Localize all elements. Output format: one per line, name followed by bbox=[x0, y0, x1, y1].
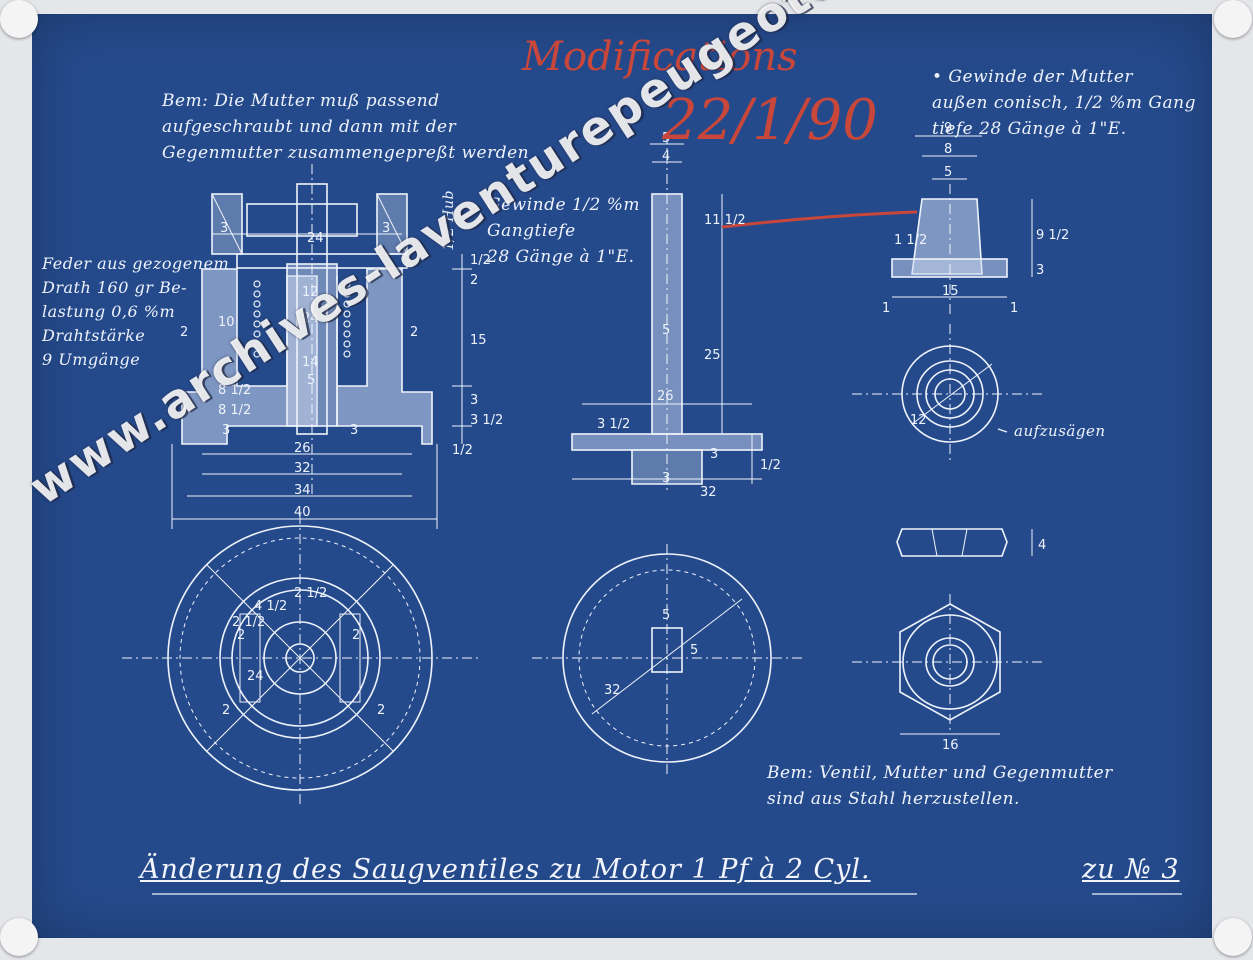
dim-label: 5 bbox=[307, 373, 315, 388]
dim-label: 12 bbox=[910, 413, 927, 428]
corner-clip bbox=[1214, 918, 1252, 956]
dim-label: 5 bbox=[662, 131, 670, 146]
dim-label: 26 bbox=[657, 389, 674, 404]
dim-label: 5 bbox=[944, 165, 952, 180]
dim-label: 24 bbox=[247, 669, 264, 684]
dim-label: 32 bbox=[294, 461, 311, 476]
dim-label: 26 bbox=[294, 441, 311, 456]
dim-label: 5 bbox=[662, 323, 670, 338]
dim-label: 1 bbox=[1010, 301, 1018, 316]
dim-label: 2 1/2 bbox=[294, 586, 327, 601]
valve-plan-view bbox=[532, 544, 802, 774]
dim-label: 2 bbox=[180, 325, 188, 340]
blueprint-sheet: 3 24 3 2 1/2 12 24 14 5 10 8 1/2 2 2 15 … bbox=[32, 14, 1212, 938]
corner-clip bbox=[1214, 0, 1252, 38]
dim-label: 3 bbox=[220, 221, 228, 236]
dim-label: 9 bbox=[944, 121, 952, 136]
dim-label: 9 1/2 bbox=[1036, 228, 1069, 243]
spring-note: Feder aus gezogenem Drath 160 gr Be- las… bbox=[42, 254, 230, 369]
dim-label: 4 bbox=[662, 149, 670, 164]
dim-label: 32 bbox=[700, 485, 717, 500]
dim-label: 5 bbox=[662, 608, 670, 623]
valve-section-view bbox=[171, 164, 472, 529]
nut-section-view bbox=[721, 135, 1033, 314]
sheet-reference: zu № 3 bbox=[1082, 854, 1180, 885]
saw-note: aufzusägen bbox=[1014, 422, 1106, 440]
dim-label: 2 bbox=[237, 628, 245, 643]
valve-stem-view bbox=[571, 134, 763, 494]
dim-label: 1 1/2 bbox=[894, 233, 927, 248]
dim-label: 16 bbox=[942, 738, 959, 753]
dim-label: 25 bbox=[704, 348, 721, 363]
dim-label: 1/2 bbox=[452, 443, 473, 458]
technical-drawing: 3 24 3 2 1/2 12 24 14 5 10 8 1/2 2 2 15 … bbox=[122, 121, 1182, 895]
hex-nut-view bbox=[852, 594, 1042, 735]
corner-clip bbox=[0, 918, 38, 956]
dim-label: 2 1/2 bbox=[232, 615, 265, 630]
dim-label: 2 bbox=[222, 703, 230, 718]
dim-label: 3 bbox=[470, 393, 478, 408]
dim-label: 2 bbox=[470, 273, 478, 288]
dim-label: 8 1/2 bbox=[218, 383, 251, 398]
dim-label: 34 bbox=[294, 483, 311, 498]
assembly-note: Bem: Die Mutter muß passend aufgeschraub… bbox=[162, 91, 530, 163]
dim-label: 1 bbox=[882, 301, 890, 316]
dimension-labels: 3 24 3 2 1/2 12 24 14 5 10 8 1/2 2 2 15 … bbox=[180, 121, 1069, 753]
counter-nut-side-view bbox=[896, 528, 1033, 557]
housing-plan-view bbox=[122, 514, 482, 804]
nut-top-view bbox=[852, 324, 1042, 464]
dim-label: 15 bbox=[942, 284, 959, 299]
dim-label: 24 bbox=[307, 231, 324, 246]
dim-label: 2 bbox=[377, 703, 385, 718]
dim-label: 32 bbox=[604, 683, 621, 698]
dim-label: 3 bbox=[222, 423, 230, 438]
dim-label: 8 bbox=[944, 142, 952, 157]
dim-label: 8 1/2 bbox=[218, 403, 251, 418]
dim-label: 5 bbox=[690, 643, 698, 658]
red-annotation-text: Modifications bbox=[522, 34, 798, 80]
dim-label: 2 bbox=[352, 628, 360, 643]
dim-label: 40 bbox=[294, 505, 311, 520]
drawing-title: Änderung des Saugventiles zu Motor 1 Pf … bbox=[140, 854, 871, 885]
thread-note: Gewinde 1/2 %m Gangtiefe 28 Gänge à 1"E. bbox=[487, 195, 640, 267]
dim-label: 2 bbox=[410, 325, 418, 340]
dim-label: 15 bbox=[470, 333, 487, 348]
dim-label: 12 bbox=[302, 285, 319, 300]
dim-label: 2 bbox=[182, 398, 190, 413]
dim-label: 1/2 bbox=[470, 253, 491, 268]
dim-label: 11 1/2 bbox=[704, 213, 746, 228]
dim-label: 4 1/2 bbox=[254, 599, 287, 614]
dim-label: 4 bbox=[1038, 538, 1046, 553]
dim-label: 3 bbox=[382, 221, 390, 236]
nut-thread-note: • Gewinde der Mutter außen conisch, 1/2 … bbox=[932, 67, 1196, 139]
dim-label: 3 bbox=[710, 447, 718, 462]
dim-label: 3 1/2 bbox=[597, 417, 630, 432]
dim-label: 1/2 bbox=[760, 458, 781, 473]
dim-label: 10 bbox=[218, 315, 235, 330]
dim-label: 3 bbox=[1036, 263, 1044, 278]
dim-label: 3 bbox=[350, 423, 358, 438]
dim-label: 24 bbox=[302, 311, 319, 326]
corner-clip bbox=[0, 0, 38, 38]
dim-label: 14 bbox=[302, 355, 319, 370]
dim-label: 3 bbox=[662, 471, 670, 486]
material-note: Bem: Ventil, Mutter und Gegenmutter sind… bbox=[767, 763, 1113, 809]
dim-label: 3 1/2 bbox=[470, 413, 503, 428]
red-annotation-date: 22/1/90 bbox=[662, 88, 878, 153]
